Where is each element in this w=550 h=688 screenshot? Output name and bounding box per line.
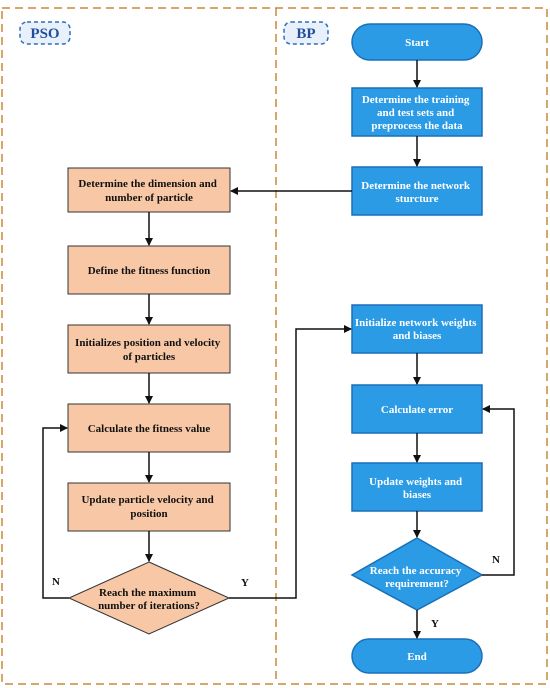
bp-step-init-weights: Initialize network weights and biases (351, 304, 483, 354)
update-velocity-line-1: Update particle velocity and (81, 494, 213, 506)
bp-end-terminal: End (351, 638, 483, 674)
svg-text:Determine the training a: Determine the training and test sets and… (362, 94, 472, 132)
pso-step-fitness-function: Define the fitness function (67, 245, 231, 295)
bp-start-terminal: Start (351, 23, 483, 61)
svg-text:Initialize network weights: Initialize network weights and biases (355, 317, 479, 342)
update-weights-line-2: biases (403, 489, 432, 501)
svg-text:Initializes position and veloc: Initializes position and velocity of par… (75, 337, 223, 363)
end-label: End (407, 651, 427, 663)
accuracy-line-1: Reach the accuracy (370, 565, 462, 577)
svg-text:Reach the accuracy requi: Reach the accuracy requirement? (370, 565, 464, 590)
pso-step-dimension: Determine the dimension and number of pa… (67, 167, 231, 213)
iterations-line-2: number of iterations? (98, 600, 200, 612)
bp-step-calculate-error: Calculate error (351, 384, 483, 434)
bp-step-prepare-data: Determine the training and test sets and… (351, 87, 483, 137)
pso-no-label: N (52, 576, 60, 588)
bp-decision-accuracy: Reach the accuracy requirement? (350, 537, 484, 611)
init-weights-line-1: Initialize network weights (355, 317, 477, 329)
svg-text:Update particle velocity and: Update particle velocity and position (81, 494, 216, 520)
pso-yes-label: Y (241, 577, 249, 589)
update-weights-line-1: Update weights and (369, 476, 462, 488)
svg-text:Determine the dimension and: Determine the dimension and number of pa… (78, 178, 219, 204)
iterations-line-1: Reach the maximum (99, 587, 196, 599)
update-velocity-line-2: position (130, 508, 167, 520)
pso-tag-label: PSO (30, 26, 59, 42)
fitness-value-label: Calculate the fitness value (88, 423, 211, 435)
bp-no-label: N (492, 554, 500, 566)
network-structure-line-2: sturcture (396, 193, 439, 205)
bp-yes-label: Y (431, 618, 439, 630)
bp-tag-label: BP (296, 26, 315, 42)
svg-text:Reach the maximum number: Reach the maximum number of iterations? (98, 587, 200, 612)
prepare-data-line-3: preprocess the data (371, 120, 463, 132)
arrow-pso-yes-to-bp (229, 325, 352, 599)
arrow-bp-no-loop (482, 405, 515, 576)
svg-text:Update weights and biase: Update weights and biases (369, 476, 465, 501)
pso-step-fitness-value: Calculate the fitness value (67, 403, 231, 453)
dimension-line-2: number of particle (105, 192, 193, 204)
init-position-line-2: of particles (123, 351, 176, 363)
start-label: Start (405, 37, 429, 49)
pso-step-init-position: Initializes position and velocity of par… (67, 324, 231, 374)
dimension-line-1: Determine the dimension and (78, 178, 216, 190)
init-weights-line-2: and biases (393, 330, 442, 342)
bp-step-network-structure: Determine the network sturcture (351, 166, 483, 216)
calculate-error-label: Calculate error (381, 404, 453, 416)
accuracy-line-2: requirement? (385, 578, 449, 590)
prepare-data-line-2: and test sets and (377, 107, 454, 119)
prepare-data-line-1: Determine the training (362, 94, 470, 106)
bp-step-update-weights: Update weights and biases (351, 462, 483, 512)
fitness-function-label: Define the fitness function (88, 265, 211, 277)
bp-tag: BP (283, 21, 329, 45)
arrow-pso-no-loop (42, 424, 69, 599)
init-position-line-1: Initializes position and velocity (75, 337, 221, 349)
svg-text:Determine the network st: Determine the network sturcture (361, 180, 473, 205)
pso-tag: PSO (19, 21, 71, 45)
pso-step-update-velocity: Update particle velocity and position (67, 482, 231, 532)
network-structure-line-1: Determine the network (361, 180, 471, 192)
pso-decision-iterations: Reach the maximum number of iterations? (67, 561, 231, 635)
connectors (42, 60, 515, 639)
